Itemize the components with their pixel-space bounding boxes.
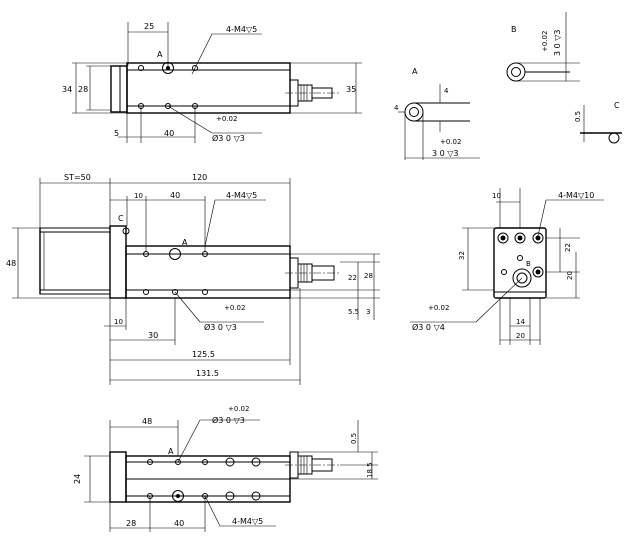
bottom-view: 48 +0.02 Ø3 0 ▽3 A 24 — [73, 405, 378, 532]
detail-a-note: 3 0 ▽3 — [432, 149, 459, 158]
bottom-thread-note: 4-M4▽5 — [232, 517, 263, 526]
detail-c: C 0.5 — [574, 101, 622, 144]
front-dim-10: 10 — [134, 192, 143, 200]
end-dim-32: 32 — [458, 251, 466, 260]
front-thread-note: 4-M4▽5 — [226, 191, 257, 200]
end-dim-20h: 20 — [516, 332, 525, 340]
bottom-tol: +0.02 — [228, 405, 249, 413]
top-dim-25: 25 — [144, 22, 154, 31]
front-view: ST=50 120 10 40 4-M4▽5 C A — [6, 173, 380, 385]
front-dim-30: 30 — [148, 331, 158, 340]
detail-a-dim-4h: 4 — [394, 104, 399, 112]
front-pin-note: Ø3 0 ▽3 — [204, 322, 237, 332]
end-view: 10 4-M4▽10 B 32 22 20 +0.02 — [410, 188, 604, 345]
front-dim-3: 3 — [366, 308, 370, 316]
front-dim-10b: 10 — [114, 318, 123, 326]
front-dim-120: 120 — [192, 173, 207, 182]
front-dim-40: 40 — [170, 191, 180, 200]
bottom-pin-note: Ø3 0 ▽3 — [212, 415, 245, 425]
top-dim-34: 34 — [62, 85, 72, 94]
top-thread-note: 4-M4▽5 — [226, 25, 257, 34]
detail-b: B +0.02 3 0 ▽3 — [506, 12, 580, 82]
top-label-a: A — [157, 50, 163, 59]
bottom-dim-28: 28 — [126, 519, 136, 528]
bottom-label-a: A — [168, 447, 174, 456]
top-tol: +0.02 — [216, 115, 237, 123]
top-dim-5: 5 — [114, 129, 119, 138]
detail-b-label: B — [511, 25, 517, 34]
top-dim-28: 28 — [78, 85, 88, 94]
top-pin-note: Ø3 0 ▽3 — [212, 133, 245, 143]
end-dim-22: 22 — [564, 243, 572, 252]
front-label-a: A — [182, 238, 188, 247]
detail-b-tol: +0.02 — [541, 31, 549, 52]
front-dim-28: 28 — [364, 272, 373, 280]
front-tol: +0.02 — [224, 304, 245, 312]
bottom-dim-48: 48 — [142, 417, 152, 426]
detail-c-dim: 0.5 — [574, 111, 582, 122]
front-dim-1315: 131.5 — [196, 369, 219, 378]
end-tol: +0.02 — [428, 304, 449, 312]
front-dim-55: 5.5 — [348, 308, 359, 316]
bottom-dim-24: 24 — [73, 474, 82, 484]
detail-a: A 4 4 +0.02 3 0 ▽3 — [394, 67, 480, 160]
top-dim-35: 35 — [346, 85, 356, 94]
detail-a-dim-4v: 4 — [444, 87, 449, 95]
detail-b-note: 3 0 ▽3 — [553, 29, 562, 56]
end-dim-20v: 20 — [566, 271, 574, 280]
bottom-dim-05: 0.5 — [350, 433, 358, 444]
detail-a-tol: +0.02 — [440, 138, 461, 146]
front-dim-48: 48 — [6, 259, 16, 268]
end-pin-note: Ø3 0 ▽4 — [412, 322, 445, 332]
top-dim-40: 40 — [164, 129, 174, 138]
front-dim-22: 22 — [348, 274, 357, 282]
top-view: 25 A 4-M4▽5 34 28 — [62, 22, 362, 143]
front-dim-1255: 125.5 — [192, 350, 215, 359]
front-label-c: C — [118, 214, 124, 223]
bottom-dim-40: 40 — [174, 519, 184, 528]
end-thread-note: 4-M4▽10 — [558, 191, 594, 200]
end-label-b: B — [526, 260, 531, 268]
detail-a-label: A — [412, 67, 418, 76]
front-stroke: ST=50 — [64, 173, 91, 182]
end-dim-10: 10 — [492, 192, 501, 200]
end-dim-14: 14 — [516, 318, 525, 326]
bottom-dim-185: 18.5 — [366, 462, 374, 478]
detail-c-label: C — [614, 101, 620, 110]
